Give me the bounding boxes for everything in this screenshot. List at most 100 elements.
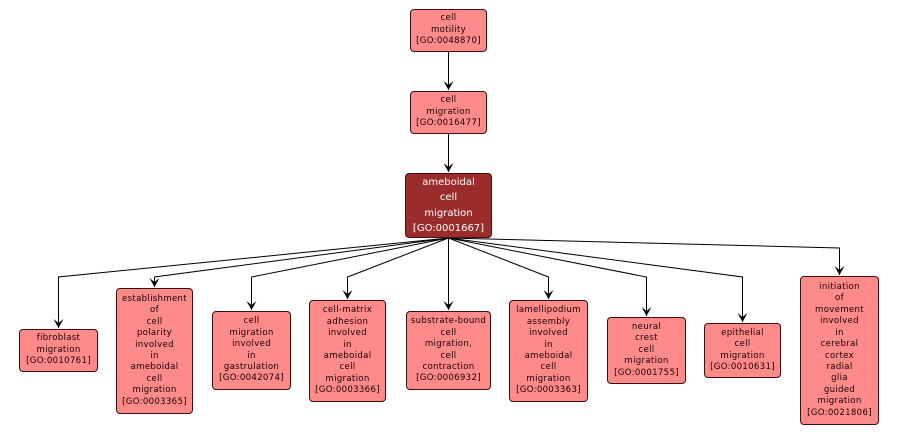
node-label-line: cell <box>243 316 260 327</box>
node-label-line: migration <box>426 106 471 117</box>
node-label-line: [GO:0003363] <box>516 385 581 396</box>
node-label-line: ameboidal <box>524 351 573 361</box>
node-label-line: cerebral <box>820 339 859 350</box>
node-label-line: [GO:0010761] <box>26 356 91 367</box>
node-label-line: ameboidal <box>422 176 475 188</box>
arrowhead-icon <box>443 301 454 310</box>
node-label-line: of <box>150 305 159 316</box>
node-label-line: movement <box>815 304 864 315</box>
arrowhead-icon <box>543 290 554 299</box>
node-label-line: cell <box>146 316 163 327</box>
node-label-line: crest <box>635 333 658 344</box>
arrowhead-icon <box>641 307 652 316</box>
node-label-line: migration <box>229 327 274 338</box>
node-label-line: cell <box>440 350 457 361</box>
node-label-line: substrate-bound <box>410 316 487 327</box>
node-label-line: migration <box>526 373 571 384</box>
node-label-line: gastrulation <box>223 361 280 372</box>
edge-ameboidal-epithelial <box>448 237 743 322</box>
node-label-line: assembly <box>526 316 571 327</box>
node-label-line: in <box>343 339 352 350</box>
node-label-line: cell-matrix <box>322 305 373 316</box>
node-label-line: [GO:0001667] <box>412 223 485 234</box>
node-label-line: ameboidal <box>130 362 179 373</box>
node-label-line: [GO:0042074] <box>219 373 284 384</box>
node-label-line: cell <box>440 95 457 106</box>
arrowhead-icon <box>443 81 454 90</box>
edge-ameboidal-cell_matrix <box>347 237 449 299</box>
node-label-line: migration <box>817 396 862 407</box>
node-label-line: initiation <box>819 282 860 293</box>
edge-ameboidal-neural_crest <box>448 237 647 316</box>
node-label-line: epithelial <box>721 327 764 338</box>
arrowhead-icon <box>53 319 64 328</box>
node-label-line: cell <box>440 13 457 24</box>
node-label-line: adhesion <box>326 316 369 327</box>
node-label-line: involved <box>820 316 859 327</box>
node-label-line: [GO:0006932] <box>416 373 481 384</box>
node-label-line: migration <box>132 385 177 396</box>
node-label-line: of <box>835 293 844 304</box>
node-label-line: motility <box>430 24 467 35</box>
node-label-line: ameboidal <box>323 351 372 361</box>
node-label-line: contraction <box>422 361 475 372</box>
node-label-line: in <box>247 350 256 361</box>
node-ameboidal-cell-migration[interactable]: ameboidal cell migration [GO:0001667] <box>405 173 492 238</box>
node-label-line: involved <box>232 339 271 350</box>
node-label-line: in <box>835 327 844 338</box>
node-label-line: fibroblast <box>36 333 81 344</box>
node-label-line: [GO:0001755] <box>614 367 679 378</box>
node-label-line: involved <box>529 328 568 339</box>
edge-ameboidal-gastrulation <box>251 237 449 310</box>
node-label-line: [GO:0048870] <box>416 36 481 47</box>
node-label-line: cell <box>638 344 655 355</box>
node-label-line: [GO:0016477] <box>416 118 481 129</box>
arrowhead-icon <box>443 163 454 172</box>
node-label-line: cell <box>146 373 163 384</box>
node-label-line: cell <box>540 362 557 373</box>
edge-ameboidal-lamellipodium <box>448 237 549 299</box>
edge-ameboidal-fibroblast <box>58 237 449 328</box>
node-label-line: in <box>150 351 159 361</box>
node-label-line: migration <box>36 344 81 355</box>
node-label-line: [GO:0003365] <box>122 396 187 407</box>
arrowhead-icon <box>834 266 845 275</box>
node-label-line: guided <box>823 384 856 395</box>
node-label-line: neural <box>631 321 662 332</box>
arrowhead-icon <box>737 313 748 322</box>
node-label-line: glia <box>831 373 848 384</box>
arrowhead-icon <box>149 278 160 287</box>
node-label-line: [GO:0003366] <box>315 385 380 396</box>
node-label-line: migration <box>624 356 669 367</box>
node-label-line: [GO:0021806] <box>807 407 872 418</box>
node-label-line: cortex <box>825 350 854 361</box>
node-label-line: radial <box>826 361 853 372</box>
node-label-line: migration, <box>424 339 473 350</box>
node-label-line: lamellipodium <box>516 305 581 316</box>
arrowhead-icon <box>246 301 257 310</box>
node-label-line: migration <box>720 350 765 361</box>
node-label-line: cell <box>439 192 458 203</box>
node-label-line: cell <box>440 327 457 338</box>
node-label-line: migration <box>424 207 473 219</box>
node-label-line: involved <box>328 328 367 339</box>
arrowhead-icon <box>342 290 353 299</box>
node-label-line: establishment <box>122 293 187 304</box>
node-label-line: in <box>544 339 553 350</box>
node-label-line: cell <box>734 339 751 350</box>
node-label-line: migration <box>325 373 370 384</box>
edge-ameboidal-initiation <box>448 237 840 275</box>
node-label-line: [GO:0010631] <box>710 361 775 372</box>
